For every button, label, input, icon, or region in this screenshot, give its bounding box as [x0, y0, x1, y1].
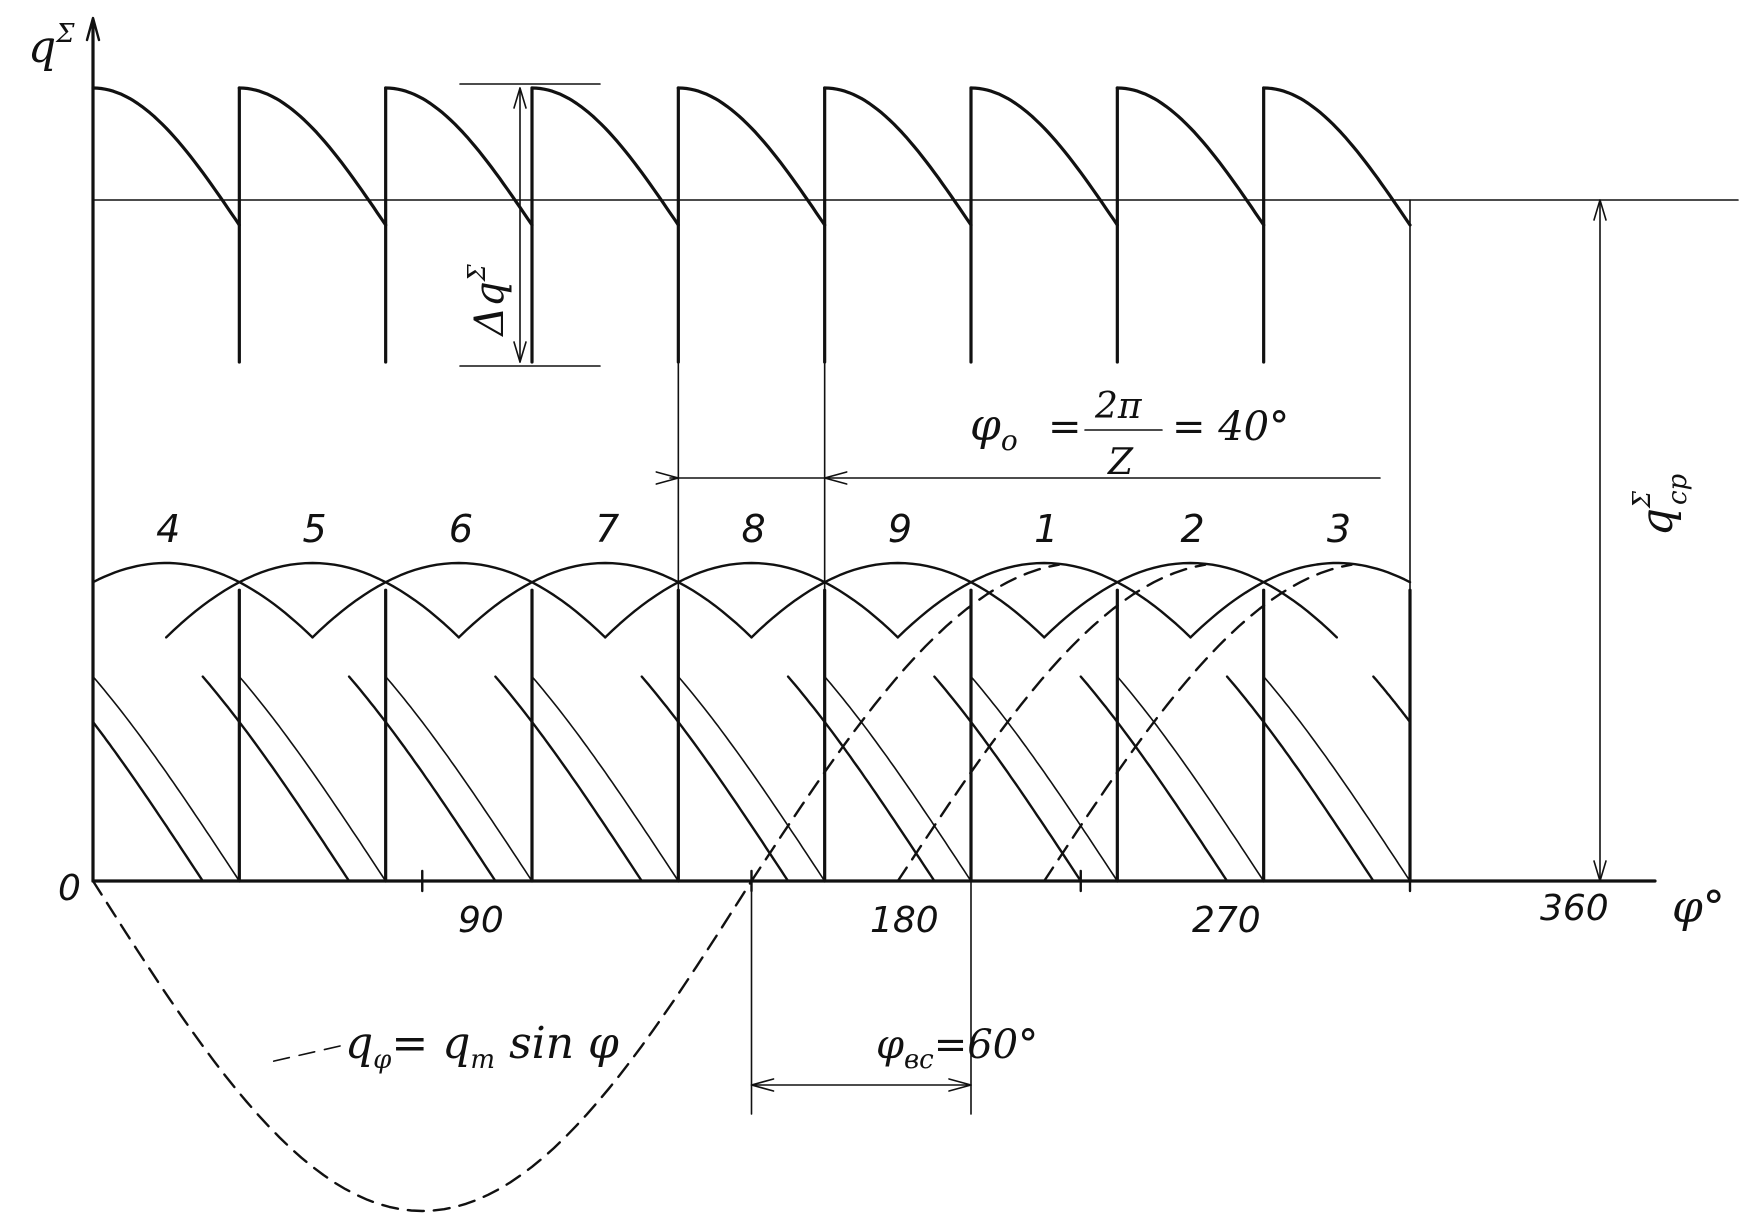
- sawtooth-segment-200: [823, 86, 973, 227]
- pump-number-1: 1: [1034, 507, 1058, 551]
- falling-thin-200: [677, 675, 826, 882]
- phi0-formula: φo = 2π Z = 40°: [970, 386, 1289, 483]
- falling-thin-40: [92, 675, 241, 882]
- pump-number-9: 9: [888, 507, 912, 551]
- falling-branch-280: [1079, 675, 1229, 883]
- falling-thin-120: [384, 675, 533, 882]
- sawtooth-segment-280: [1115, 86, 1266, 227]
- arch-curve-80: [311, 561, 607, 639]
- y-axis-arrow: [85, 16, 101, 42]
- svg-text:qφ= qm sin φ: qφ= qm sin φ: [345, 1018, 619, 1075]
- pump-number-7: 7: [595, 507, 619, 551]
- tick-label-270: 270: [1192, 900, 1261, 941]
- q-avg-arrow-top: [1593, 199, 1607, 221]
- arch-curve-0: [91, 561, 314, 639]
- y-axis-label: qΣ: [28, 19, 75, 73]
- falling-branch-320: [1225, 675, 1375, 883]
- sawtooth-segment-0: [91, 86, 241, 227]
- pump-number-2: 2: [1181, 507, 1205, 551]
- falling-branch-0: [91, 720, 205, 883]
- total-flow-sawtooth: [91, 86, 1739, 364]
- formula-pointer: [269, 1045, 341, 1063]
- sawtooth-segment-120: [530, 86, 680, 227]
- falling-branch-80: [347, 675, 497, 883]
- arch-curve-40: [164, 561, 460, 639]
- pump-number-5: 5: [303, 507, 327, 551]
- phi-vs-arrow-left: [750, 1078, 775, 1092]
- delta-q-label: ΔqΣ: [463, 263, 513, 338]
- q-avg-arrow-bottom: [1593, 860, 1607, 882]
- falling-thin-280: [970, 675, 1119, 882]
- falling-branch-200: [786, 675, 936, 883]
- svg-text:φвс=60°: φвс=60°: [876, 1022, 1038, 1075]
- pump-number-6: 6: [449, 507, 473, 551]
- svg-text:=: =: [1048, 404, 1082, 450]
- sawtooth-segment-160: [676, 86, 827, 227]
- guide-lines: [459, 83, 1607, 1115]
- phi0-arrow-left: [655, 471, 680, 485]
- delta-q-arrow-bottom: [513, 341, 527, 363]
- tick-label-180: 180: [870, 900, 939, 941]
- svg-text:2π: 2π: [1094, 386, 1143, 427]
- sawtooth-segment-240: [969, 86, 1119, 227]
- dashed-flow-180: [750, 563, 1061, 883]
- falling-branch-160: [640, 675, 790, 883]
- arch-curve-120: [457, 561, 753, 639]
- pump-number-8: 8: [742, 507, 766, 551]
- falling-branch-240: [933, 675, 1083, 883]
- falling-branch-360: [1372, 675, 1412, 724]
- svg-text:Z: Z: [1107, 442, 1134, 483]
- falling-thin-320: [1116, 675, 1265, 882]
- labels: 4 5 6 7 8 9 1 2 3: [156, 507, 1351, 551]
- dashed-flow-220: [896, 563, 1207, 883]
- falling-branch-40: [201, 675, 351, 883]
- falling-thin-160: [531, 675, 680, 882]
- pump-number-4: 4: [156, 507, 180, 551]
- falling-branch-120: [494, 675, 643, 883]
- falling-thin-360: [1262, 675, 1411, 882]
- delta-q-arrow-top: [513, 87, 527, 109]
- arch-curve-320: [1189, 561, 1412, 639]
- sawtooth-segment-40: [237, 86, 388, 227]
- arch-curve-280: [1042, 561, 1339, 639]
- axes: [85, 16, 1657, 893]
- dashed-sine-curve: [91, 879, 753, 1213]
- falling-thin-240: [823, 675, 972, 882]
- phi-vs-arrow-right: [948, 1078, 972, 1092]
- arch-curve-160: [604, 561, 899, 639]
- dashed-flow-260: [1042, 563, 1353, 883]
- dashed-negative-flows: [91, 563, 1353, 1213]
- falling-thin-80: [238, 675, 387, 882]
- phi0-arrow-right: [823, 471, 848, 485]
- arch-curve-200: [750, 561, 1046, 639]
- sawtooth-segment-320: [1262, 86, 1412, 227]
- pump-number-3: 3: [1327, 507, 1351, 551]
- x-axis-label: φ°: [1672, 882, 1725, 933]
- arch-curve-240: [896, 561, 1192, 639]
- flow-formula: qφ= qm sin φ: [345, 1018, 619, 1075]
- individual-flow-curves: [91, 561, 1412, 883]
- svg-text:= 40°: = 40°: [1172, 404, 1289, 450]
- tick-label-90: 90: [458, 900, 504, 941]
- svg-text:ΔqΣ: ΔqΣ: [463, 263, 513, 338]
- tick-label-360: 360: [1540, 888, 1609, 929]
- sawtooth-segment-80: [384, 86, 534, 227]
- origin-label: 0: [58, 868, 81, 909]
- svg-text:φo: φo: [970, 400, 1018, 457]
- phi-vs-label: φвс=60°: [876, 1022, 1038, 1075]
